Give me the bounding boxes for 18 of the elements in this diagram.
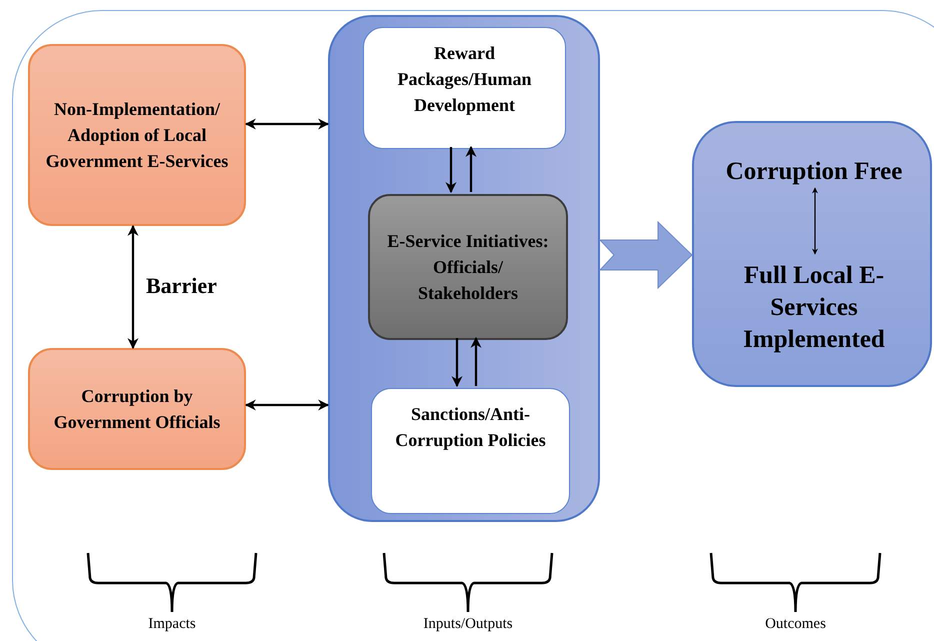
outcome-text: Full Local E-Services Implemented: [704, 256, 924, 360]
arrow: [812, 187, 818, 255]
arrow: [446, 147, 456, 194]
arrow: [470, 336, 482, 386]
impact-box: Corruption by Government Officials: [28, 348, 246, 470]
arrow: [244, 118, 330, 130]
outcome-text: Corruption Free: [704, 154, 924, 190]
input-box: Reward Packages/Human Development: [363, 27, 566, 149]
process-panel: [328, 15, 600, 522]
initiative-box: E-Service Initiatives: Officials/ Stakeholders: [368, 194, 568, 340]
input-box: Sanctions/Anti-Corruption Policies: [371, 388, 570, 514]
outcome-box: [692, 121, 932, 387]
impact-box: Non-Implementation/ Adoption of Local Government E-Services: [28, 44, 246, 226]
block-arrow: [598, 220, 693, 290]
arrow: [452, 338, 462, 388]
arrow: [466, 146, 476, 192]
arrow: [128, 224, 138, 350]
arrow: [244, 400, 330, 410]
